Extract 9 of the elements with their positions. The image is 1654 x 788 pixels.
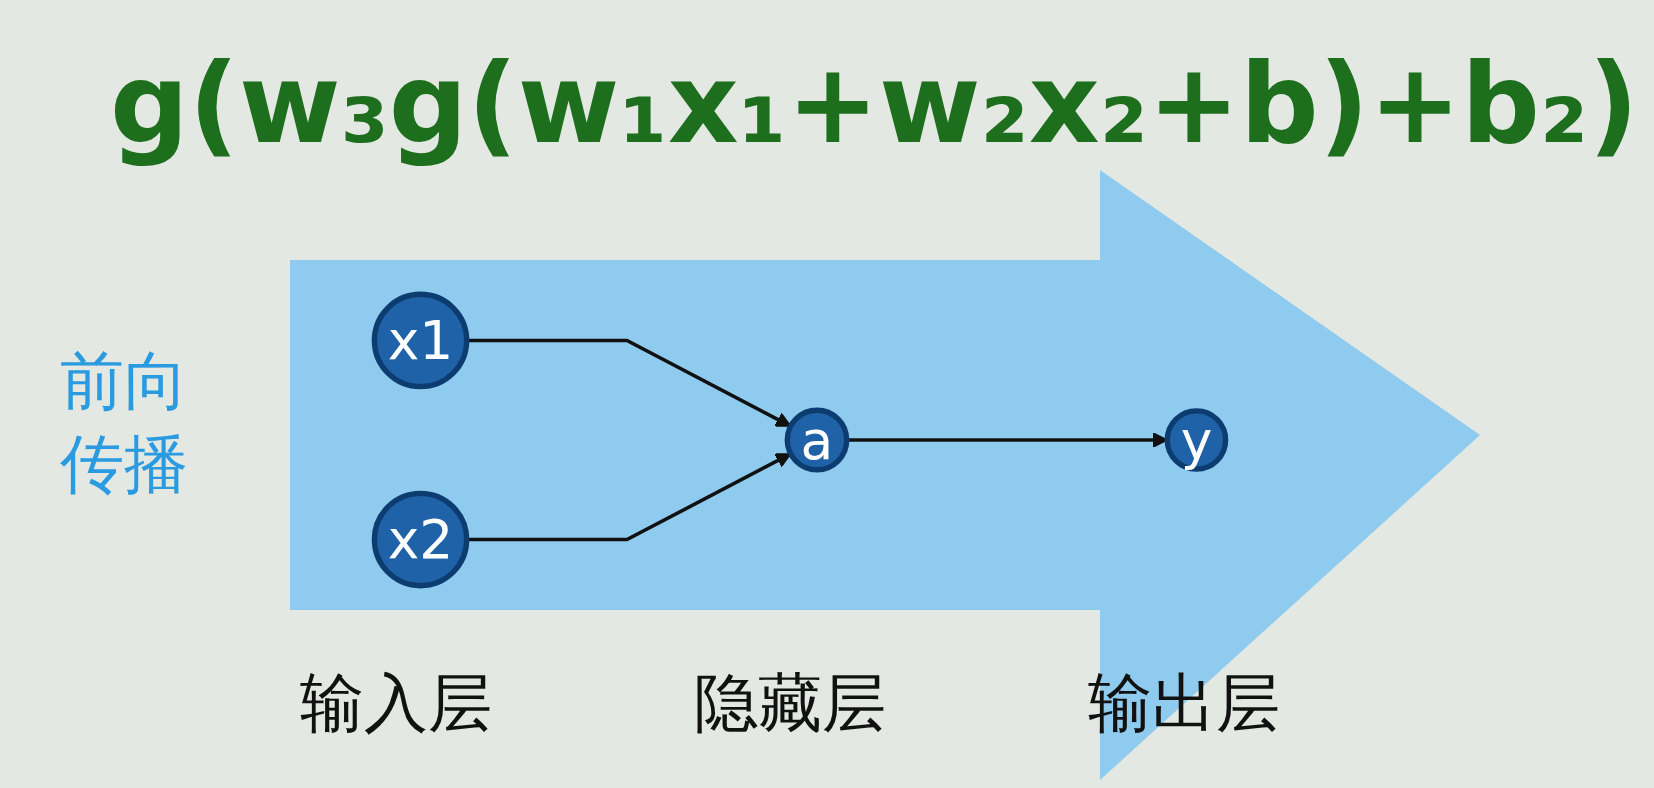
formula-title: g(w₃g(w₁x₁+w₂x₂+b)+b₂)	[110, 40, 1639, 168]
node-circle: x2	[371, 490, 470, 589]
layer-label: 输入层	[300, 665, 492, 742]
node-circle: x1	[371, 291, 470, 390]
node-circle: y	[1164, 408, 1229, 472]
layer-label: 隐藏层	[694, 665, 886, 742]
layer-label: 输出层	[1088, 665, 1280, 742]
node-circle: a	[784, 407, 850, 473]
side-label: 前向传播	[60, 343, 189, 504]
